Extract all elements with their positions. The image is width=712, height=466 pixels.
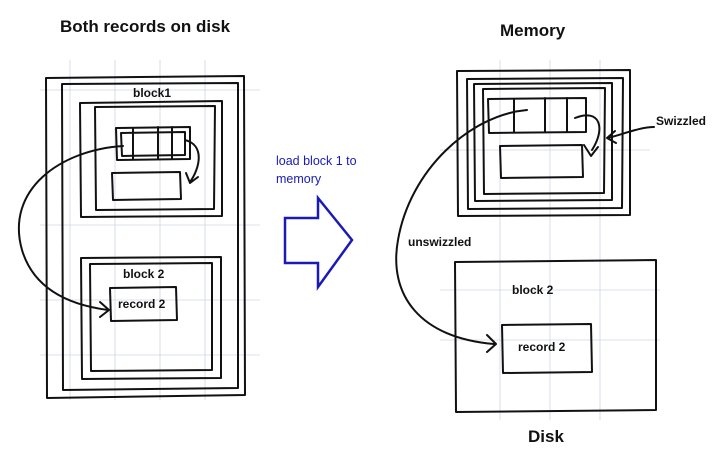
- left-block1-pointer-record: [115, 126, 191, 161]
- load-arrow-label-line1: load block 1 to: [276, 154, 357, 168]
- right-block1-inner: [482, 87, 606, 195]
- left-block1-outer: [79, 100, 223, 218]
- memory-title: Memory: [500, 21, 566, 40]
- left-cross-block-pointer-arrow: [17, 145, 124, 318]
- right-record2-label: record 2: [518, 340, 566, 354]
- left-block2-label: block 2: [123, 267, 165, 281]
- left-block2-inner: [89, 262, 213, 372]
- grid-background: [40, 60, 660, 420]
- right-block1-record: [499, 144, 584, 179]
- unswizzled-pointer-arrow: [395, 109, 528, 353]
- right-memory-inner: [466, 77, 624, 210]
- left-block1-record: [111, 171, 182, 201]
- right-swizzled-pointer-arrow: [574, 114, 601, 157]
- left-record2-box: [109, 286, 178, 322]
- load-arrow-label-line2: memory: [276, 172, 322, 186]
- right-record2-box: [501, 323, 593, 374]
- right-block1-pointer-record: [487, 97, 587, 134]
- unswizzled-label: unswizzled: [408, 235, 472, 249]
- left-block1-label: block1: [133, 86, 172, 100]
- left-block2-outer: [80, 256, 222, 380]
- disk-title: Disk: [528, 427, 564, 446]
- left-block1-inner: [94, 105, 216, 211]
- swizzled-callout-arrow: [606, 126, 655, 144]
- left-record2-label: record 2: [118, 297, 166, 311]
- right-block1-outer: [473, 82, 613, 202]
- left-disk-inner: [61, 82, 239, 391]
- right-block2-label: block 2: [512, 283, 554, 297]
- left-title: Both records on disk: [60, 17, 231, 36]
- load-block-arrow: [283, 194, 354, 291]
- swizzled-label: Swizzled: [656, 114, 707, 128]
- left-internal-pointer-arrow: [184, 139, 200, 184]
- left-disk-outer: [45, 75, 246, 399]
- right-disk-block2: [454, 259, 657, 413]
- right-memory-outer: [456, 69, 631, 217]
